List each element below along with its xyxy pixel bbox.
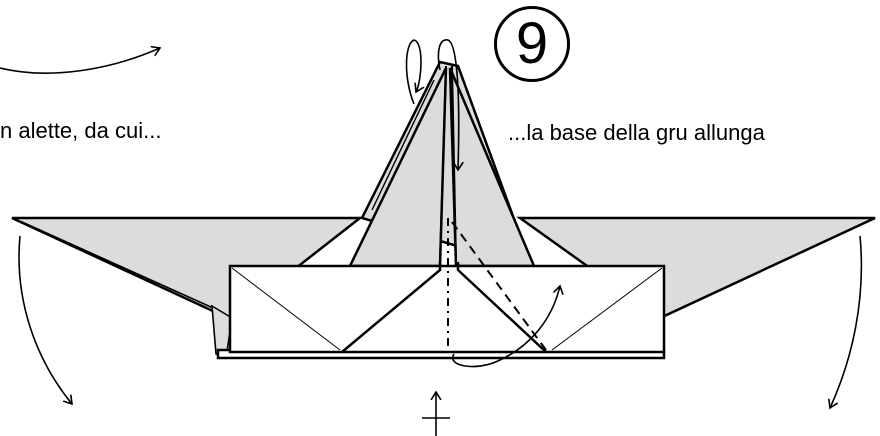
curved-arrow-top-left bbox=[0, 48, 160, 74]
caption-right: ...la base della gru allunga bbox=[508, 120, 765, 145]
central-point-crease bbox=[439, 65, 447, 263]
step-number: 9 bbox=[494, 6, 570, 82]
swing-arrow bbox=[451, 286, 560, 368]
curved-arrow-right-down bbox=[830, 235, 863, 408]
central-point-back-edge bbox=[371, 79, 435, 211]
curved-arrow-left-down bbox=[18, 235, 72, 404]
caption-left: n alette, da cui... bbox=[0, 118, 162, 143]
inner-fold-left bbox=[341, 262, 442, 353]
base-box-diagonal-right bbox=[551, 267, 663, 351]
central-point-front bbox=[348, 67, 448, 268]
left-wing-inner-edge bbox=[21, 221, 223, 313]
loop-arrow-left bbox=[405, 39, 422, 105]
base-box-diagonal-left bbox=[231, 267, 341, 351]
loop-arrow-right bbox=[437, 39, 458, 170]
inner-fold-right bbox=[456, 262, 547, 353]
valley-fold-line bbox=[451, 221, 547, 351]
